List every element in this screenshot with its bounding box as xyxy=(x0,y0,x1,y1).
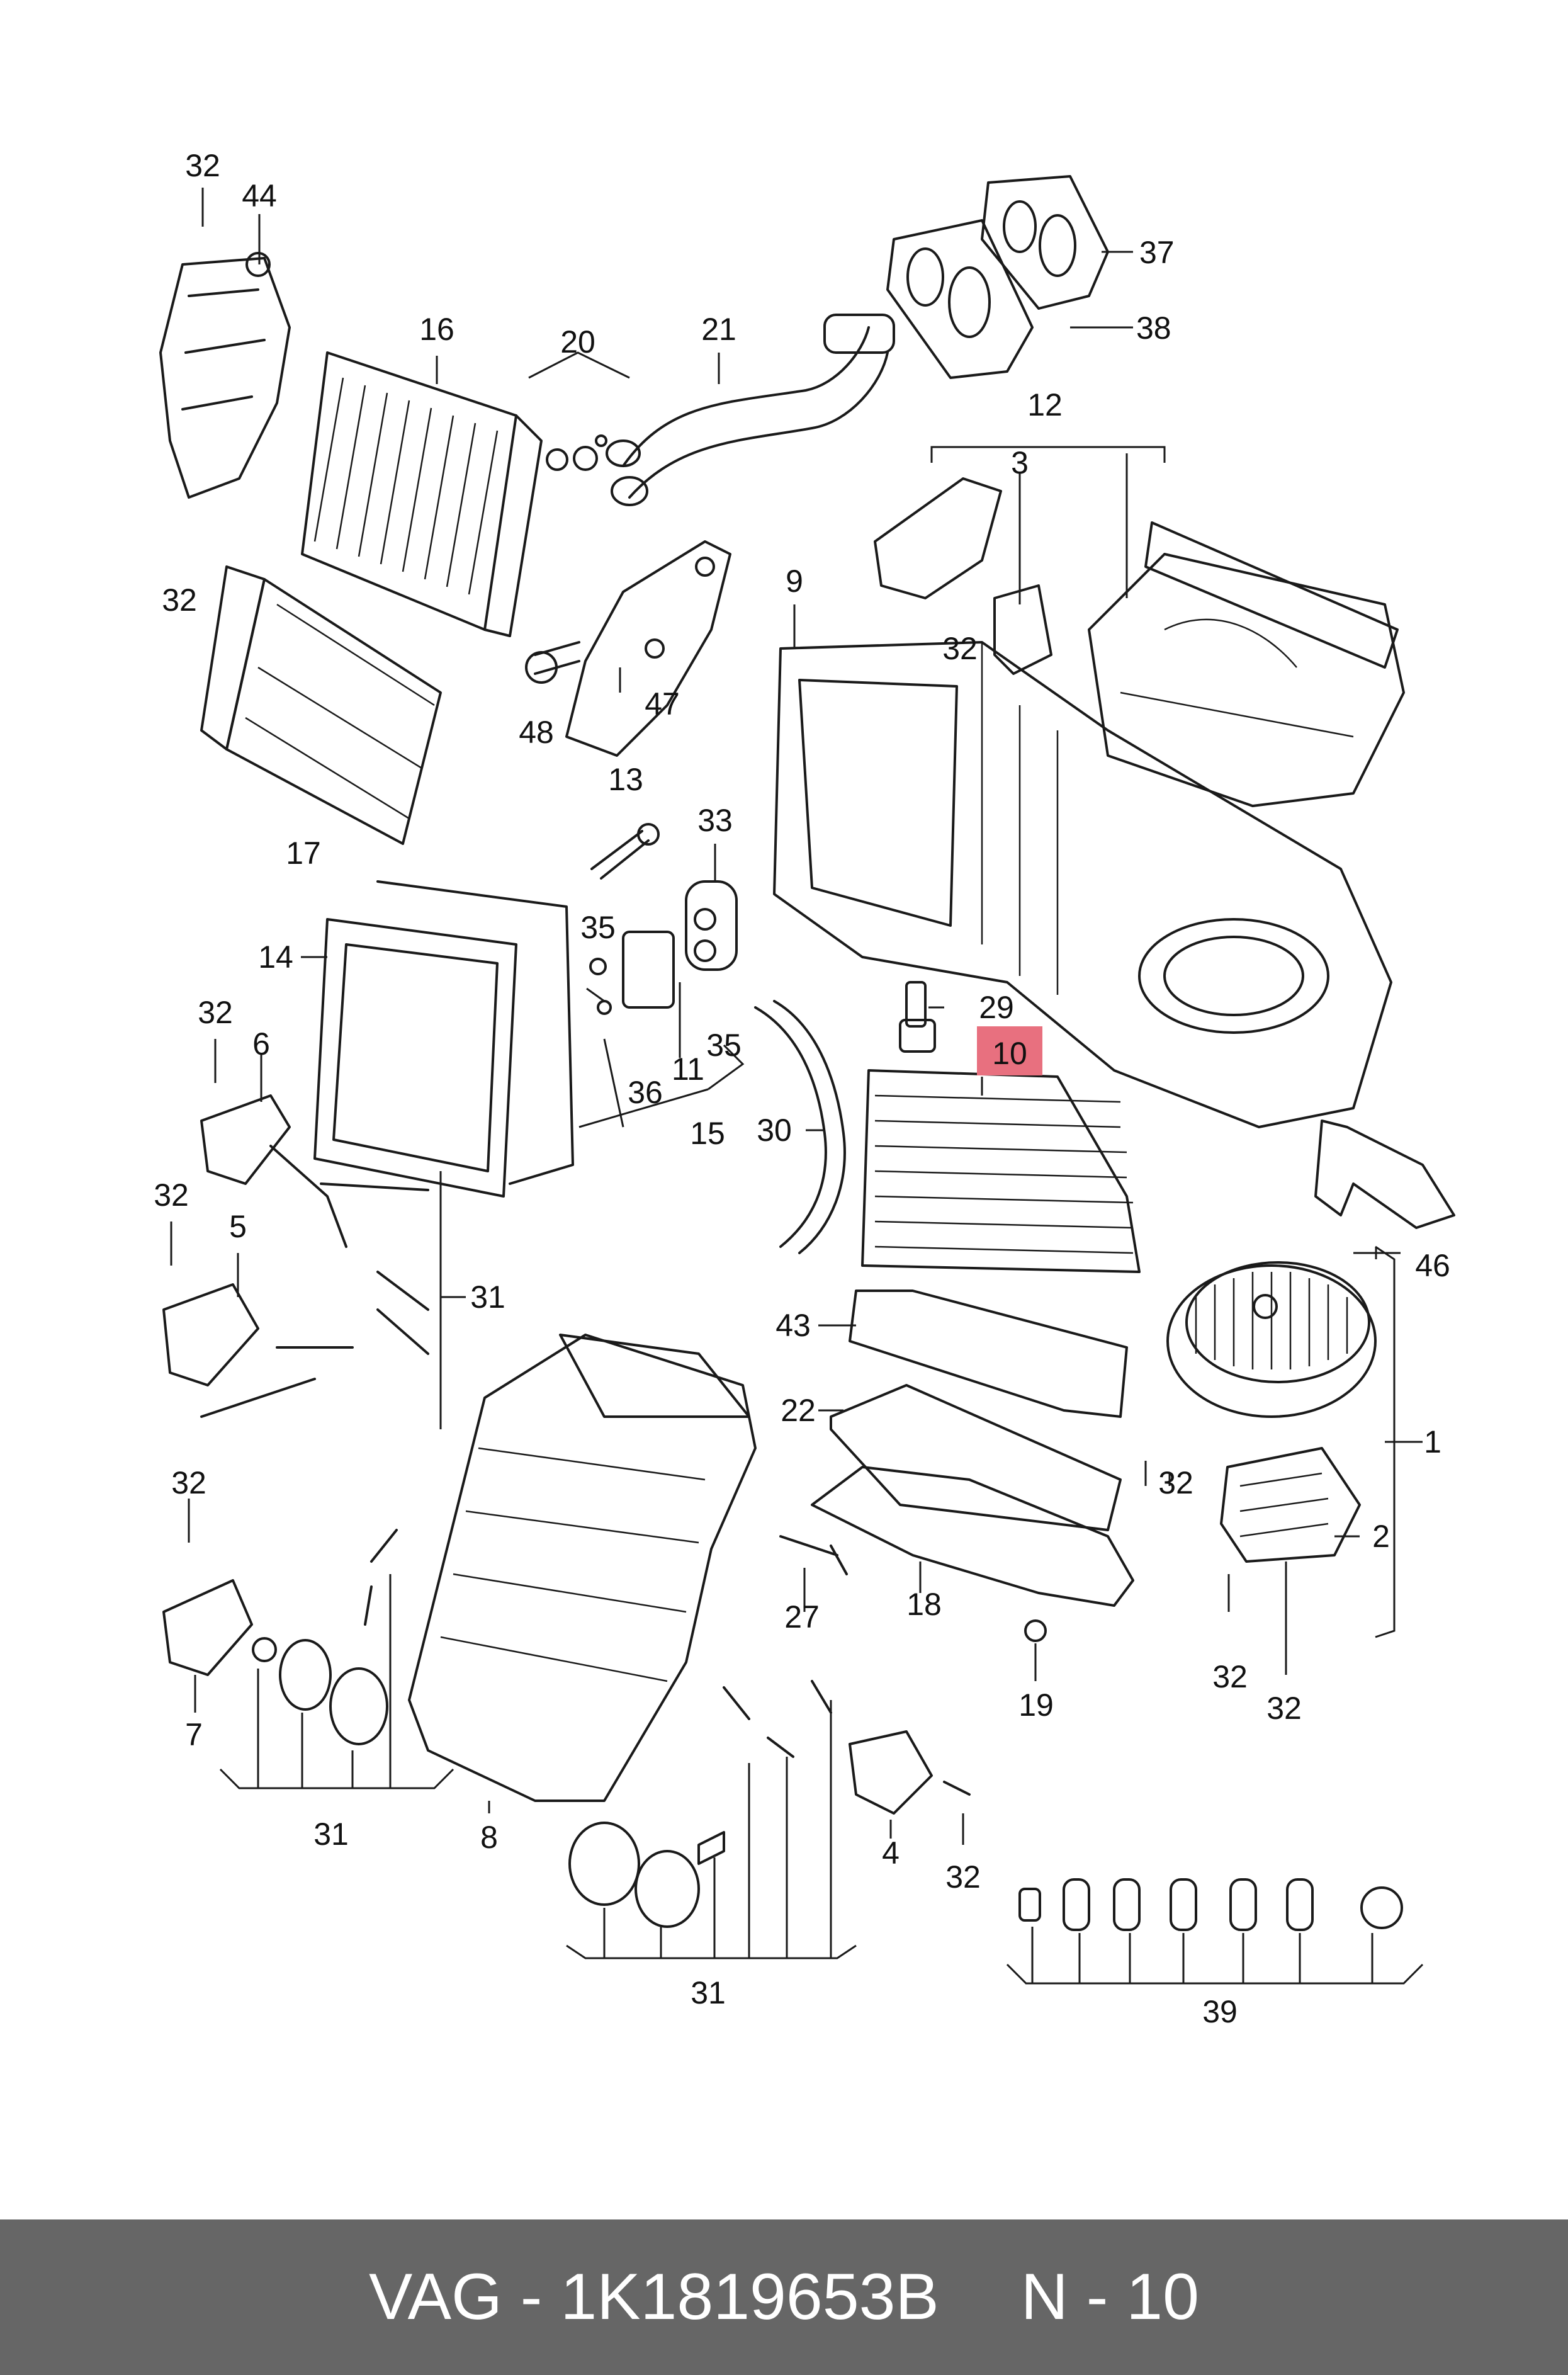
callout-label: 32 xyxy=(154,1177,189,1213)
callout-label: 32 xyxy=(198,995,233,1030)
part-clips-20 xyxy=(546,434,607,471)
part-housing-8 xyxy=(408,1334,757,1802)
part-bracket-46 xyxy=(1314,1119,1455,1229)
callout-label: 32 xyxy=(162,582,197,618)
callout-label: 10 xyxy=(992,1036,1027,1071)
exploded-parts-diagram: 32 44 16 20 21 37 38 12 3 32 9 32 47 48 … xyxy=(154,148,1455,2029)
part-cover-22 xyxy=(830,1384,1122,1531)
callout-label: 19 xyxy=(1018,1687,1054,1723)
part-actuator-7 xyxy=(162,1529,398,1745)
callout-label: 31 xyxy=(691,1975,726,2010)
highlight-box xyxy=(977,1026,1042,1075)
position-number: N - 10 xyxy=(1020,2260,1199,2333)
part-blower-motor-1 xyxy=(1166,1261,1377,1418)
part-resistor-2 xyxy=(1220,1447,1361,1563)
part-screw-19 xyxy=(1024,1619,1047,1642)
part-blower-housing-12 xyxy=(1088,521,1405,807)
callout-label: 48 xyxy=(519,715,554,750)
part-pipe-21 xyxy=(606,314,895,506)
part-heater-core-16 xyxy=(301,351,543,637)
part-screw-13 xyxy=(590,823,660,880)
part-number-footer: VAG - 1K1819653B N - 10 xyxy=(0,2219,1568,2375)
callout-label: 27 xyxy=(784,1599,820,1635)
callout-label: 5 xyxy=(229,1209,247,1244)
part-plate-43 xyxy=(849,1290,1128,1418)
callouts: 32 44 16 20 21 37 38 12 3 32 9 32 47 48 … xyxy=(154,148,1450,2029)
part-actuator-4 xyxy=(723,1680,971,1815)
part-evaporator-14 xyxy=(313,880,574,1198)
callout-label: 22 xyxy=(781,1393,816,1428)
callout-label: 18 xyxy=(906,1587,942,1622)
callout-label: 33 xyxy=(697,803,733,838)
callout-label: 14 xyxy=(258,939,293,975)
callout-label: 4 xyxy=(882,1835,900,1871)
part-clips-39 xyxy=(1018,1878,1403,1931)
callout-label: 38 xyxy=(1136,310,1171,346)
callout-label: 31 xyxy=(313,1817,349,1852)
part-bracket-47 xyxy=(565,540,731,757)
part-clip-27 xyxy=(779,1535,848,1575)
callout-label: 35 xyxy=(580,910,616,945)
part-cabin-filter-10 xyxy=(861,1069,1141,1273)
callout-label: 35 xyxy=(706,1028,742,1063)
callout-label: 20 xyxy=(560,324,595,360)
callout-label: 44 xyxy=(242,178,277,213)
callout-label: 29 xyxy=(979,990,1014,1025)
callout-label: 3 xyxy=(1011,445,1029,480)
part-cover-18 xyxy=(811,1466,1134,1607)
part-hose-30 xyxy=(754,1000,846,1254)
callout-label: 8 xyxy=(480,1820,498,1855)
part-evaporator-17 xyxy=(200,565,442,845)
part-sensor-29 xyxy=(899,981,936,1053)
part-gasket-37-38 xyxy=(886,175,1109,379)
callout-label: 31 xyxy=(470,1279,505,1315)
part-bolt-48 xyxy=(525,641,580,684)
callout-label: 46 xyxy=(1415,1248,1450,1283)
callout-label: 36 xyxy=(628,1075,663,1110)
callout-label: 32 xyxy=(1212,1659,1248,1694)
part-grommet-33 xyxy=(685,880,738,971)
callout-label: 7 xyxy=(185,1717,203,1752)
callout-label: 15 xyxy=(690,1116,725,1151)
callout-label: 32 xyxy=(1266,1691,1302,1726)
callout-label: 39 xyxy=(1202,1994,1238,2029)
callout-label: 32 xyxy=(1158,1465,1193,1500)
callout-label: 32 xyxy=(171,1465,206,1500)
leader-lines xyxy=(170,188,1424,1985)
callout-label: 6 xyxy=(252,1026,270,1062)
part-expansion-valve-11 xyxy=(589,931,675,1015)
part-actuator-3 xyxy=(874,477,1052,675)
callout-label: 13 xyxy=(608,762,643,797)
callout-label: 21 xyxy=(701,312,736,347)
callout-label: 32 xyxy=(945,1859,981,1895)
callout-label: 30 xyxy=(757,1113,792,1148)
callout-label: 47 xyxy=(645,686,680,722)
callout-label: 32 xyxy=(942,631,978,666)
callout-label: 9 xyxy=(786,564,803,599)
part-gears-31-bottom xyxy=(568,1822,725,1928)
part-bracket-44 xyxy=(159,252,291,499)
callout-label: 16 xyxy=(419,312,454,347)
callout-label: 32 xyxy=(185,148,220,183)
callout-label: 1 xyxy=(1424,1424,1441,1460)
callout-label: 12 xyxy=(1027,387,1063,422)
callout-label: 43 xyxy=(776,1308,811,1343)
part-actuators-6-5 xyxy=(162,1094,429,1418)
callout-label: 2 xyxy=(1372,1519,1390,1554)
brand-part-number: VAG - 1K1819653B xyxy=(368,2260,939,2333)
callout-label: 11 xyxy=(672,1051,704,1087)
callout-label: 17 xyxy=(286,836,321,871)
part-housing-9 xyxy=(773,641,1392,1128)
callout-label: 37 xyxy=(1139,235,1175,270)
